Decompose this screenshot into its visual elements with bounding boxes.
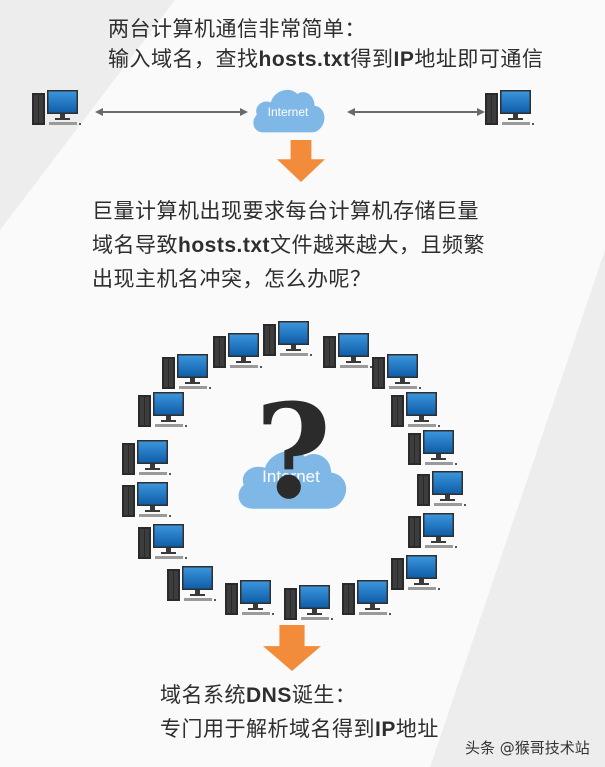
desktop-computer-icon (284, 585, 334, 627)
desktop-computer-icon (372, 354, 422, 396)
dns-label: DNS (246, 684, 292, 707)
section2-line3: 出现主机名冲突，怎么办呢？ (92, 264, 372, 294)
desktop-computer-icon (225, 580, 275, 622)
desktop-computer-icon (122, 482, 172, 524)
internet-label: Internet (262, 467, 320, 486)
question-mark-icon: ? (255, 375, 332, 528)
desktop-computer-icon (408, 513, 458, 555)
desktop-computer-icon (391, 392, 441, 434)
section1-title: 两台计算机通信非常简单： (108, 14, 366, 44)
ip-label: IP (393, 48, 415, 71)
desktop-computer-icon (167, 566, 217, 608)
desktop-computer-icon (323, 333, 373, 375)
connection-line-right (354, 111, 478, 113)
desktop-computer-icon (342, 580, 392, 622)
section2-line2: 域名导致hosts.txt文件越来越大，且频繁 (92, 230, 485, 261)
watermark: 头条 @猴哥技术站 (465, 739, 590, 757)
arrowhead-right-icon (240, 108, 248, 116)
desktop-computer-icon (391, 555, 441, 597)
hosts-txt-label: hosts.txt (178, 234, 271, 257)
internet-cloud-icon: Internet (232, 443, 350, 511)
desktop-computer-icon (32, 90, 82, 132)
text-span: 地址 (395, 717, 439, 741)
text-span: 专门用于解析域名得到 (160, 717, 375, 741)
desktop-computer-icon (485, 90, 535, 132)
desktop-computer-icon (122, 440, 172, 482)
text-span: 得到 (350, 47, 394, 71)
text-span: 输入域名，查找 (108, 47, 259, 71)
down-arrow-icon (277, 140, 325, 182)
hosts-txt-label: hosts.txt (258, 48, 351, 71)
internet-cloud-icon: Internet (249, 84, 327, 134)
arrowhead-left-icon (95, 108, 103, 116)
connection-line-left (103, 111, 243, 113)
section1-line1: 两台计算机通信非常简单： (108, 17, 366, 41)
ip-label: IP (375, 718, 396, 741)
arrowhead-right-icon (477, 108, 485, 116)
section1-description: 输入域名，查找hosts.txt得到IP地址即可通信 (108, 44, 543, 75)
text-span: 文件越来越大，且频繁 (270, 233, 486, 257)
text-span: 巨量计算机出现要求每台计算机存储巨量 (92, 199, 479, 223)
arrowhead-left-icon (347, 108, 355, 116)
text-span: 域名系统 (160, 683, 246, 707)
desktop-computer-icon (138, 392, 188, 434)
desktop-computer-icon (213, 333, 263, 375)
text-span: 域名导致 (92, 233, 178, 257)
section3-line2: 专门用于解析域名得到IP地址 (160, 714, 439, 745)
down-arrow-icon (263, 625, 321, 671)
desktop-computer-icon (138, 524, 188, 566)
desktop-computer-icon (162, 354, 212, 396)
desktop-computer-icon (408, 430, 458, 472)
desktop-computer-icon (417, 471, 467, 513)
section2-line1: 巨量计算机出现要求每台计算机存储巨量 (92, 196, 479, 226)
text-span: 地址即可通信 (414, 47, 544, 71)
section3-line1: 域名系统DNS诞生： (160, 680, 356, 711)
internet-label: Internet (267, 105, 309, 119)
desktop-computer-icon (263, 321, 313, 363)
text-span: 诞生： (291, 683, 357, 707)
text-span: 出现主机名冲突，怎么办呢？ (92, 267, 372, 291)
